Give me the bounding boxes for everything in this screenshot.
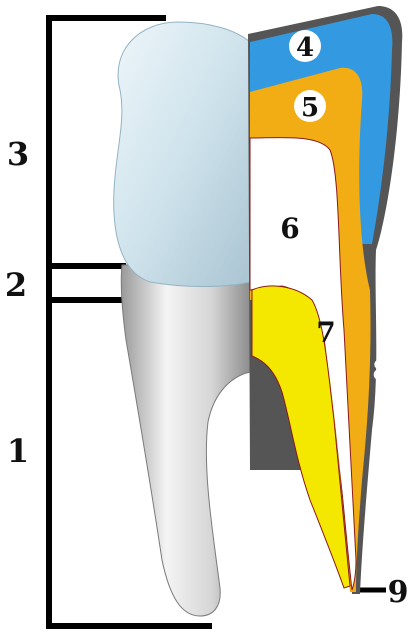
label-pulp-chamber: 6 (280, 212, 299, 245)
label-enamel: 4 (296, 33, 314, 63)
label-root-canal: 7 (316, 316, 335, 349)
label-crown-region: 3 (7, 135, 29, 173)
label-neck-region: 2 (5, 266, 27, 304)
label-root-region: 1 (7, 432, 29, 470)
tooth-cross-section (248, 6, 402, 594)
tooth-root-surface (121, 265, 250, 616)
label-dentin: 5 (301, 93, 319, 123)
tooth-crown-surface (114, 22, 250, 287)
label-apical-foramen: 9 (388, 575, 409, 610)
label-cementum: 8 (372, 354, 391, 387)
